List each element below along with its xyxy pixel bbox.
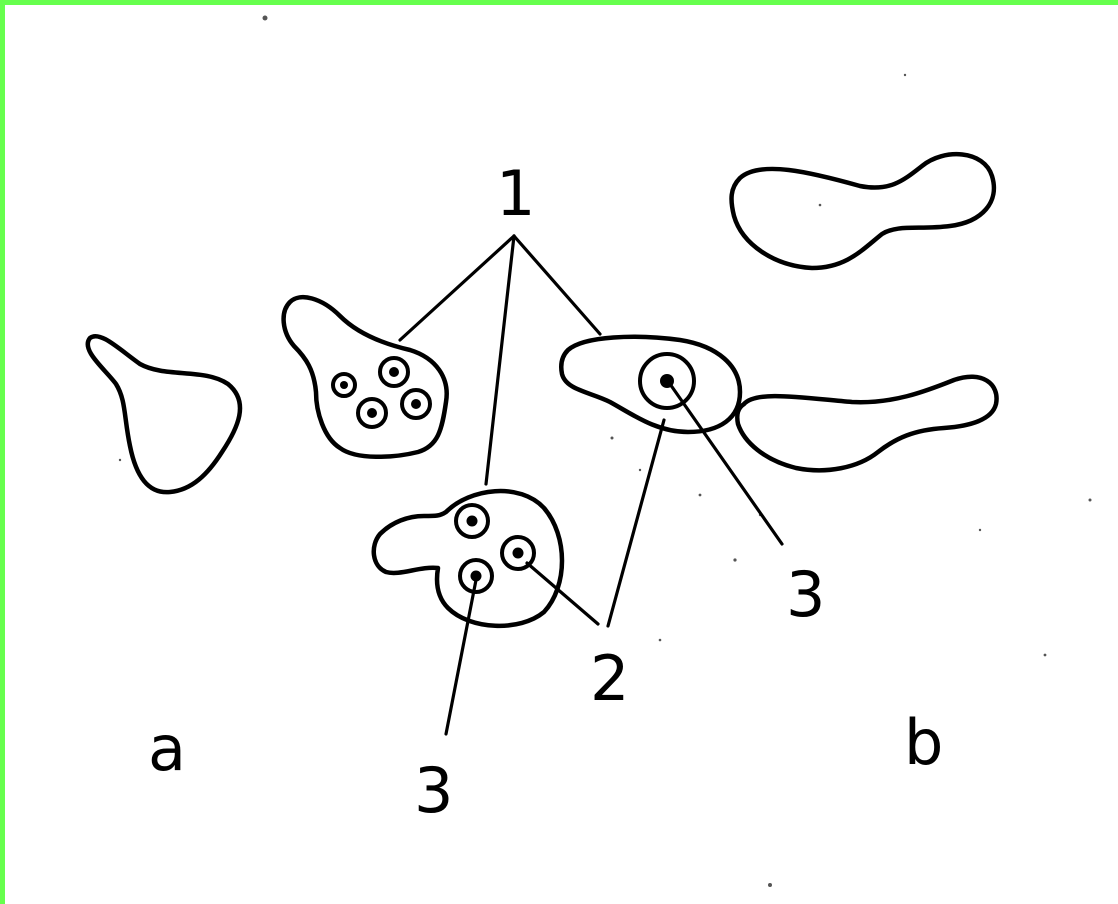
leader-1-to-center: [486, 236, 514, 484]
cell-nucleus: [367, 408, 377, 418]
callout-label-2: 2: [590, 642, 629, 715]
leader-2-to-b-middle: [608, 420, 664, 626]
scan-noise: [119, 16, 1092, 888]
cell-outline-b-middle: [561, 337, 740, 432]
panel-label-b: b: [904, 706, 943, 779]
leader-3-to-center-nucleus: [446, 580, 476, 734]
cell-nucleus: [513, 548, 524, 559]
cell-nucleus: [340, 381, 348, 389]
cell-outline-b-top: [732, 154, 994, 268]
cell-outline-b-elongated: [737, 377, 996, 471]
cell-group-center: [456, 505, 534, 592]
cell-group-a-cluster: [333, 358, 430, 427]
leader-1-to-a-cluster: [400, 236, 514, 340]
callout-label-3-right: 3: [786, 558, 825, 631]
cell-nucleus: [467, 516, 478, 527]
callout-label-1: 1: [496, 157, 535, 230]
cell-group-b-middle: [640, 354, 694, 408]
panel-label-a: a: [148, 712, 186, 785]
cell-nucleus: [389, 367, 399, 377]
leader-3-to-b-nucleus: [670, 384, 782, 544]
cell-nucleus: [411, 399, 421, 409]
callout-label-3-left: 3: [414, 754, 453, 827]
cell-outline-a-left: [88, 336, 240, 492]
leader-1-to-b-middle: [514, 236, 600, 334]
